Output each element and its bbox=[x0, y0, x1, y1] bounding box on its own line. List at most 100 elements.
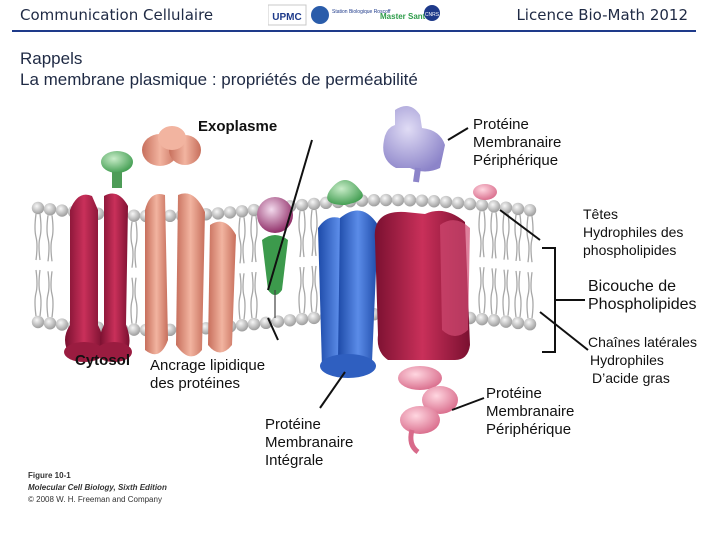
fatty-acid-tail bbox=[302, 266, 306, 314]
integral-protein-red bbox=[64, 193, 132, 362]
header-divider bbox=[12, 30, 696, 32]
phospholipid-head bbox=[511, 202, 525, 216]
phospholipid-head bbox=[451, 196, 465, 210]
phospholipid-head bbox=[283, 314, 297, 327]
label-bilayer-line1: Bicouche de bbox=[588, 278, 677, 295]
phospholipid-head bbox=[235, 319, 249, 332]
header-course-title: Communication Cellulaire bbox=[20, 6, 214, 24]
phospholipid-head bbox=[295, 198, 309, 212]
fatty-acid-tail bbox=[46, 271, 50, 318]
label-heads-line2: Hydrophiles des bbox=[583, 224, 684, 240]
label-chains-line2: Hydrophiles bbox=[590, 352, 664, 368]
upmc-logo-text: UPMC bbox=[272, 12, 301, 23]
phospholipid-head bbox=[43, 203, 57, 216]
phospholipid-head bbox=[127, 209, 141, 222]
phospholipid-head bbox=[55, 318, 69, 331]
header-course-year: Licence Bio-Math 2012 bbox=[516, 6, 688, 24]
label-chains: Chaînes latérales Hydrophiles D’acide gr… bbox=[588, 333, 697, 387]
phospholipid-head bbox=[235, 205, 249, 218]
phospholipid-head bbox=[415, 194, 429, 207]
label-bilayer: Bicouche de Phospholipides bbox=[588, 278, 697, 314]
fatty-acid-tail bbox=[310, 209, 314, 256]
slide-title-line1: Rappels bbox=[20, 49, 83, 68]
fatty-acid-tail bbox=[38, 213, 42, 261]
station-logo-text: Station Biologique Roscoff bbox=[332, 9, 391, 15]
credit-figure: Figure 10-1 bbox=[28, 471, 71, 480]
label-exoplasme: Exoplasme bbox=[198, 118, 278, 135]
upmc-logo: UPMC bbox=[268, 4, 307, 26]
phospholipid-head bbox=[511, 316, 525, 330]
fatty-acid-tail bbox=[254, 271, 258, 319]
cnrs-logo-text: CNRS bbox=[425, 12, 440, 18]
fatty-acid-tail bbox=[34, 269, 38, 317]
fatty-acid-tail bbox=[518, 270, 522, 318]
fatty-acid-tail bbox=[250, 271, 254, 319]
label-chains-line3: D’acide gras bbox=[592, 370, 670, 386]
phospholipid-head bbox=[247, 317, 261, 331]
peripheral-protein-green-left bbox=[101, 151, 133, 188]
peripheral-protein-small-right bbox=[473, 184, 497, 200]
phospholipid-head bbox=[475, 312, 489, 326]
fatty-acid-tail bbox=[254, 215, 258, 263]
peripheral-protein-pink-bottom bbox=[398, 366, 458, 455]
label-peripheral-bottom-line3: Périphérique bbox=[486, 421, 572, 438]
master-sante-logo: Master Santé bbox=[380, 12, 430, 21]
label-peripheral-bottom-line2: Membranaire bbox=[486, 403, 575, 420]
phospholipid-head bbox=[487, 314, 501, 327]
slide-title: Rappels La membrane plasmique : propriét… bbox=[20, 48, 418, 90]
fatty-acid-tail bbox=[298, 210, 302, 258]
fatty-acid-tail bbox=[250, 215, 254, 263]
fatty-acid-tail bbox=[314, 209, 318, 256]
bracket-bilayer bbox=[542, 247, 556, 353]
label-peripheral-top-line1: Protéine bbox=[473, 116, 529, 133]
fatty-acid-tail bbox=[298, 266, 302, 314]
fatty-acid-tail bbox=[506, 213, 510, 260]
label-cytosol: Cytosol bbox=[75, 352, 131, 369]
header-logos: UPMC Station Biologique Roscoff Master S… bbox=[268, 4, 440, 26]
credit-copyright: © 2008 W. H. Freeman and Company bbox=[28, 495, 162, 504]
phospholipid-head bbox=[499, 201, 513, 214]
label-bilayer-line2: Phospholipides bbox=[588, 296, 697, 313]
phospholipid-head bbox=[403, 194, 417, 207]
fatty-acid-tail bbox=[478, 267, 482, 314]
fatty-acid-tail bbox=[518, 214, 522, 262]
fatty-acid-tail bbox=[242, 273, 246, 320]
fatty-acid-tail bbox=[502, 213, 506, 260]
leader-lipid-anchor bbox=[267, 139, 313, 291]
fatty-acid-tail bbox=[530, 272, 534, 319]
fatty-acid-tail bbox=[494, 212, 498, 259]
label-peripheral-top-line2: Membranaire bbox=[473, 134, 562, 151]
phospholipid-head bbox=[307, 311, 321, 325]
label-integral: Protéine Membranaire Intégrale bbox=[265, 416, 353, 470]
phospholipid-head bbox=[367, 194, 381, 207]
fatty-acid-tail bbox=[238, 217, 242, 264]
phospholipid-head bbox=[499, 315, 513, 328]
fatty-acid-tail bbox=[310, 265, 314, 312]
leader-peripheral-bottom bbox=[451, 397, 485, 411]
phospholipid-head bbox=[271, 315, 285, 328]
fatty-acid-tail bbox=[50, 271, 54, 318]
cnrs-logo: CNRS bbox=[424, 5, 440, 21]
phospholipid-head bbox=[439, 195, 453, 209]
slide-title-line2: La membrane plasmique : propriétés de pe… bbox=[20, 70, 418, 89]
peripheral-protein-lilac bbox=[383, 106, 445, 183]
phospholipid-head bbox=[379, 193, 393, 207]
fatty-acid-tail bbox=[494, 268, 498, 315]
fatty-acid-tail bbox=[482, 267, 486, 314]
phospholipid-head bbox=[31, 315, 45, 329]
fatty-acid-tails bbox=[34, 209, 534, 324]
label-chains-line1: Chaînes latérales bbox=[588, 334, 697, 350]
fatty-acid-tail bbox=[514, 214, 518, 262]
label-lipid-anchor-line2: des protéines bbox=[150, 375, 241, 392]
fatty-acid-tail bbox=[34, 213, 38, 261]
label-lipid-anchor: Ancrage lipidique des protéines bbox=[150, 357, 265, 393]
phospholipid-head bbox=[427, 195, 441, 208]
label-peripheral-top-line3: Périphérique bbox=[473, 152, 559, 169]
integral-protein-red-right bbox=[374, 210, 470, 360]
label-heads: Têtes Hydrophiles des phospholipides bbox=[583, 205, 683, 259]
leader-peripheral-top bbox=[447, 127, 469, 141]
phospholipid-head bbox=[163, 209, 177, 223]
fatty-acid-tail bbox=[478, 211, 482, 258]
master-logo-text: Master Santé bbox=[380, 12, 430, 21]
